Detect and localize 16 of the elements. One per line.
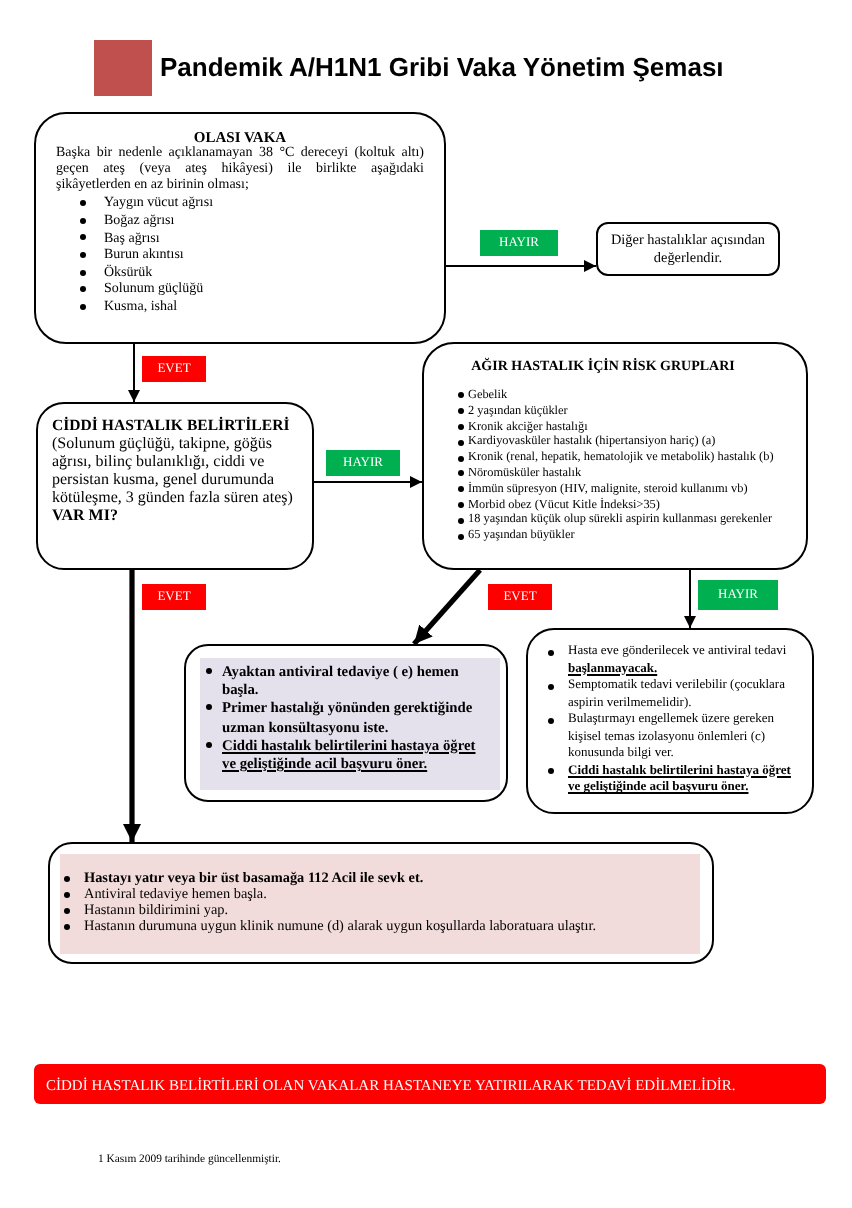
body-text: (Solunum güçlüğü, takipne, göğüs ağrısı, bilinç bulanıklığı, ciddi ve persistan kusma, genel durumunda kötüleşme, 3 günden fazla süren ateş) bbox=[52, 434, 295, 506]
arrow bbox=[684, 569, 696, 629]
arrow bbox=[128, 343, 140, 403]
arrow bbox=[123, 570, 141, 842]
process-box bbox=[596, 222, 780, 276]
title: Pandemik A/H1N1 Gribi Vaka Yönetim Şeması bbox=[160, 52, 724, 84]
banner bbox=[34, 1064, 826, 1104]
process-box bbox=[526, 628, 814, 814]
question-text: VAR MI? bbox=[52, 506, 120, 524]
process-box bbox=[422, 342, 808, 570]
decision-box bbox=[36, 402, 314, 570]
process-box bbox=[48, 842, 714, 964]
arrow bbox=[313, 476, 423, 488]
arrow bbox=[445, 260, 597, 272]
process-box bbox=[184, 644, 508, 802]
process-box bbox=[34, 112, 446, 344]
